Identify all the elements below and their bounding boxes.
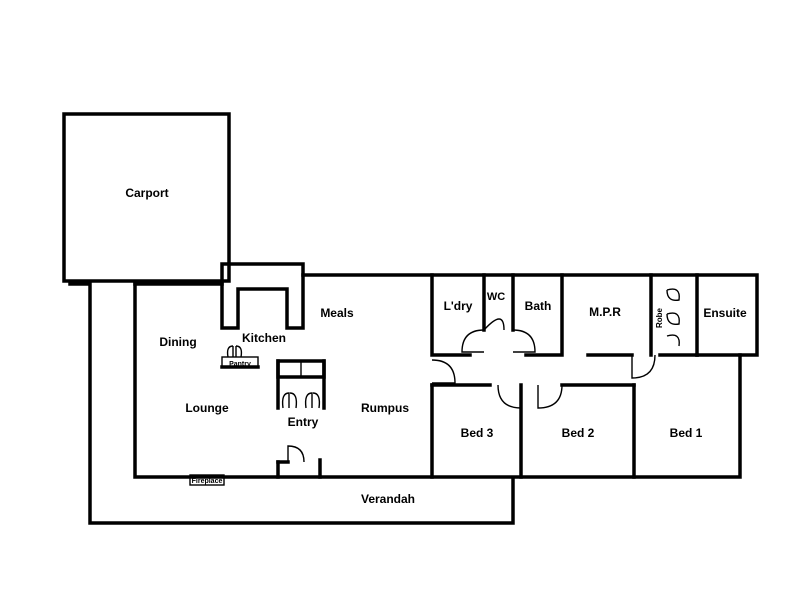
entry-door-left-icon bbox=[281, 392, 298, 409]
room-label-mpr: M.P.R bbox=[589, 305, 621, 319]
room-label-entry: Entry bbox=[288, 415, 319, 429]
room-label-kitchen: Kitchen bbox=[242, 331, 286, 345]
bed2-door-swing bbox=[537, 384, 563, 409]
bed3-door-swing bbox=[497, 384, 522, 409]
kitchen-bench bbox=[220, 262, 305, 330]
robe-door-icons bbox=[666, 288, 680, 347]
house-wall-west bbox=[133, 282, 322, 479]
rumpus-door-swing bbox=[431, 359, 456, 384]
room-label-robe: Robe bbox=[655, 307, 664, 328]
room-label-bed3: Bed 3 bbox=[461, 426, 494, 440]
pantry-door-icon bbox=[226, 345, 243, 358]
room-label-carport: Carport bbox=[125, 186, 168, 200]
laundry-wall bbox=[430, 273, 472, 357]
room-label-laundry: L'dry bbox=[444, 299, 473, 313]
front-door-swing bbox=[287, 445, 305, 463]
carport-outline bbox=[62, 112, 231, 283]
room-label-rumpus: Rumpus bbox=[361, 401, 409, 415]
room-label-dining: Dining bbox=[159, 335, 196, 349]
room-label-verandah: Verandah bbox=[361, 492, 415, 506]
room-label-lounge: Lounge bbox=[185, 401, 229, 415]
room-label-fireplace: Fireplace bbox=[192, 478, 223, 485]
room-label-bath: Bath bbox=[525, 299, 552, 313]
wet-area-door-swings bbox=[461, 318, 536, 353]
room-label-bed2: Bed 2 bbox=[562, 426, 595, 440]
room-label-wc: WC bbox=[487, 291, 505, 303]
verandah-outline bbox=[68, 282, 515, 525]
fireplace-box bbox=[189, 474, 225, 486]
pantry-box bbox=[221, 356, 259, 368]
room-label-pantry: Pantry bbox=[229, 361, 251, 368]
room-label-ensuite: Ensuite bbox=[703, 306, 747, 320]
room-label-bed1: Bed 1 bbox=[670, 426, 703, 440]
mpr-door-swing bbox=[631, 354, 656, 379]
entry-door-right-icon bbox=[304, 392, 321, 409]
bath-wall bbox=[524, 273, 564, 357]
room-label-meals: Meals bbox=[320, 306, 354, 320]
